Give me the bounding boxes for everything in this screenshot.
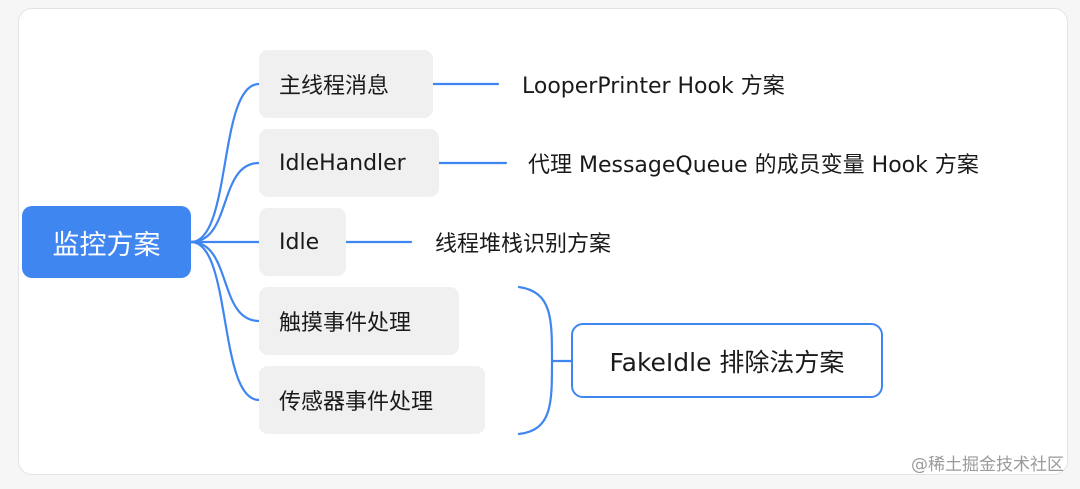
detail-messagequeue-hook: 代理 MessageQueue 的成员变量 Hook 方案	[528, 143, 979, 183]
fakeidle-label: FakeIdle 排除法方案	[609, 347, 845, 377]
branch-node-label: 主线程消息	[279, 74, 390, 99]
branch-node-idle: Idle	[259, 208, 346, 276]
branch-node-label: Idle	[279, 229, 320, 255]
connector-root-to-branch-1	[189, 82, 261, 244]
group-brace	[517, 285, 554, 436]
connector-root-to-branch-4	[189, 240, 261, 323]
branch-node-label: IdleHandler	[279, 150, 406, 176]
detail-label: LooperPrinter Hook 方案	[522, 74, 785, 99]
connector-root-to-branch-5	[189, 240, 261, 402]
detail-label: 代理 MessageQueue 的成员变量 Hook 方案	[528, 153, 979, 178]
detail-looperprinter-hook: LooperPrinter Hook 方案	[522, 64, 785, 104]
root-node-monitor-plan: 监控方案	[22, 206, 191, 278]
connector-root-to-branch-2	[189, 161, 261, 244]
branch-node-sensor-event: 传感器事件处理	[259, 366, 485, 434]
root-node-label: 监控方案	[52, 229, 161, 261]
watermark: @稀土掘金技术社区	[911, 455, 1064, 475]
branch-node-main-thread-message: 主线程消息	[259, 50, 433, 118]
branch-node-label: 触摸事件处理	[279, 311, 412, 336]
branch-node-touch-event: 触摸事件处理	[259, 287, 459, 355]
branch-node-idlehandler: IdleHandler	[259, 129, 439, 197]
branch-node-label: 传感器事件处理	[279, 390, 434, 415]
detail-label: 线程堆栈识别方案	[435, 232, 612, 257]
fakeidle-exclusion-node: FakeIdle 排除法方案	[571, 323, 883, 398]
detail-thread-stack: 线程堆栈识别方案	[435, 222, 611, 262]
